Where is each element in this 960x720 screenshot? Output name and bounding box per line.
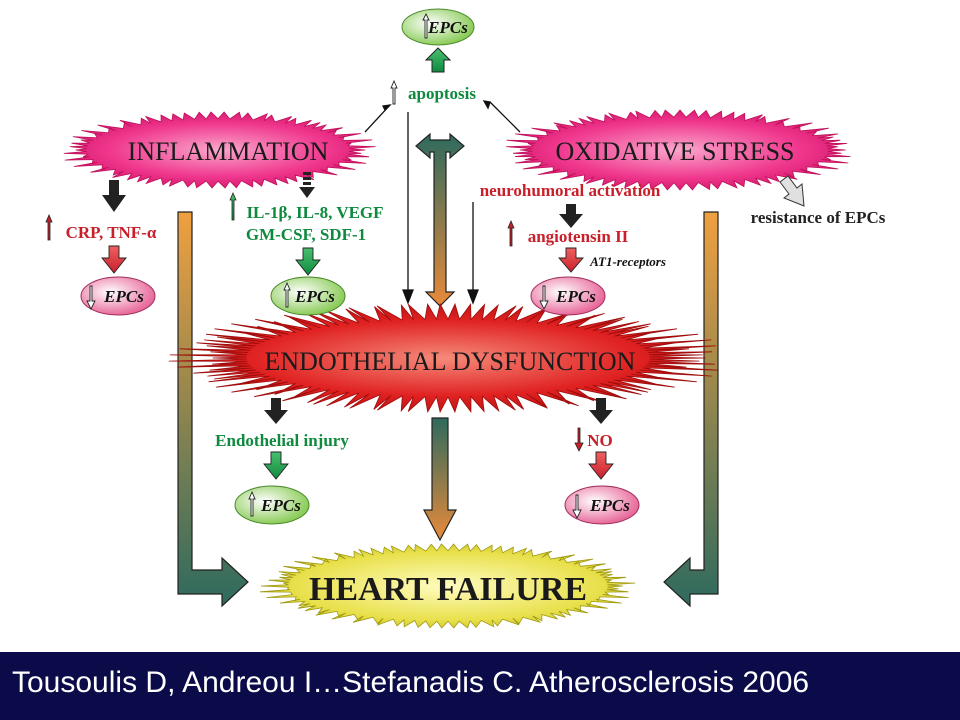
down-arrow-icon	[588, 451, 614, 480]
epcs-lower-right: EPCs	[564, 485, 640, 525]
up-arrow-icon	[422, 12, 430, 39]
left-elbow-arrow	[177, 211, 249, 608]
down-arrow-icon	[86, 285, 96, 311]
diagram-canvas: EPCs apoptosis INFLAMMATION OXIDATIVE ST…	[45, 8, 886, 629]
right-elbow-arrow	[663, 211, 719, 608]
citation-text: Tousoulis D, Andreou I…Stefanadis C. Ath…	[12, 666, 810, 699]
inflammation-burst	[63, 111, 376, 189]
heart-failure-label: HEART FAILURE	[309, 571, 587, 608]
cytokines-line1: IL-1β, IL-8, VEGF	[246, 203, 383, 222]
epcs-center-right: EPCs	[530, 276, 606, 316]
resistance-label: resistance of EPCs	[751, 208, 886, 227]
epcs-top: EPCs	[401, 8, 475, 46]
heart-failure-burst	[259, 543, 636, 629]
arrowhead-icon	[382, 104, 392, 112]
up-arrow-icon	[248, 490, 256, 517]
arrowhead-icon	[467, 289, 479, 305]
oxidative-stress-burst	[506, 109, 851, 191]
at1-label: AT1-receptors	[589, 254, 666, 269]
up-arrow-icon	[424, 47, 452, 73]
connector-lines	[364, 100, 521, 305]
bidirectional-arrow-icon	[415, 132, 465, 307]
down-arrow-icon	[539, 285, 549, 311]
dashed-down-arrow-icon	[299, 172, 315, 198]
epcs-label: EPCs	[103, 287, 144, 306]
down-arrow-icon	[572, 494, 582, 520]
endothelial-dysfunction-burst	[168, 302, 718, 414]
arrowhead-icon	[482, 100, 491, 110]
up-arrow-icon	[45, 213, 53, 241]
apoptosis-label: apoptosis	[408, 84, 476, 103]
no-label: NO	[587, 431, 613, 450]
up-arrow-icon	[507, 219, 515, 247]
down-arrow-icon	[558, 247, 584, 273]
crp-tnf-label: CRP, TNF-α	[66, 223, 157, 242]
footer-bar: Tousoulis D, Andreou I…Stefanadis C. Ath…	[0, 652, 960, 720]
angiotensin-label: angiotensin II	[528, 227, 629, 246]
down-arrow-icon	[295, 247, 321, 276]
down-arrow-icon	[264, 398, 288, 424]
arrowhead-icon	[402, 289, 414, 305]
down-arrow-icon	[589, 398, 613, 424]
epcs-center-left: EPCs	[270, 276, 346, 316]
down-arrow-icon	[574, 427, 584, 452]
cytokines-line2: GM-CSF, SDF-1	[246, 225, 366, 244]
down-arrow-icon	[423, 417, 457, 542]
epcs-label: EPCs	[589, 496, 630, 515]
up-arrow-icon	[283, 281, 291, 308]
up-arrow-icon	[390, 79, 398, 105]
heart-failure-diagram: EPCs apoptosis INFLAMMATION OXIDATIVE ST…	[45, 8, 886, 629]
down-arrow-icon	[101, 245, 127, 274]
epcs-lower-left: EPCs	[234, 485, 310, 525]
epcs-label: EPCs	[555, 287, 596, 306]
line-oxidative-apoptosis	[489, 101, 521, 133]
spiky-shapes	[63, 109, 851, 629]
endothelial-injury-label: Endothelial injury	[215, 431, 349, 450]
down-arrow-icon	[102, 180, 126, 212]
endothelial-dysfunction-label: ENDOTHELIAL DYSFUNCTION	[265, 347, 636, 376]
down-arrow-icon	[263, 451, 289, 480]
epcs-left: EPCs	[80, 276, 156, 316]
inflammation-label: INFLAMMATION	[128, 137, 329, 166]
neurohumoral-label: neurohumoral activation	[480, 181, 661, 200]
down-arrow-icon	[559, 204, 583, 228]
up-arrow-icon	[229, 191, 237, 221]
down-arrow-icon	[779, 175, 805, 207]
epcs-label: EPCs	[260, 496, 301, 515]
epcs-label: EPCs	[427, 18, 468, 37]
oxidative-stress-label: OXIDATIVE STRESS	[555, 137, 794, 166]
epcs-label: EPCs	[294, 287, 335, 306]
